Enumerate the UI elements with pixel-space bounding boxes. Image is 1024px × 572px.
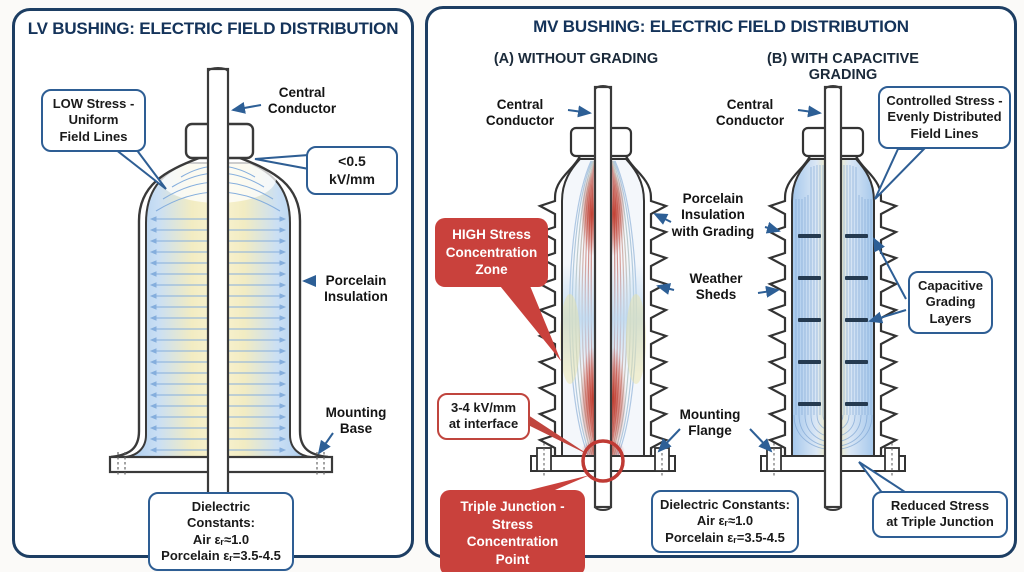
central-conductor-a-arrow bbox=[567, 105, 592, 118]
triple-junction-callout: Triple Junction - Stress Concentration P… bbox=[440, 490, 585, 572]
controlled-stress-callout: Controlled Stress - Evenly Distributed F… bbox=[878, 86, 1011, 149]
lv-bushing-diagram bbox=[108, 67, 334, 507]
porcelain-grading-right-arrow bbox=[764, 221, 781, 234]
central-conductor-b-arrow bbox=[797, 105, 822, 118]
triple-junction-circle bbox=[581, 439, 625, 483]
mv-dielectric-constants-box: Dielectric Constants: Air εᵣ≈1.0 Porcela… bbox=[651, 490, 799, 553]
mv-panel-title: MV BUSHING: ELECTRIC FIELD DISTRIBUTION bbox=[533, 17, 909, 36]
triple-junction-callout-tail bbox=[518, 475, 590, 493]
subtitle-with-grading: (B) WITH CAPACITIVE GRADING bbox=[767, 51, 919, 83]
mv-bushing-panel: MV BUSHING: ELECTRIC FIELD DISTRIBUTION … bbox=[425, 6, 1017, 572]
controlled-stress-callout-tail bbox=[874, 148, 927, 200]
low-stress-callout-tail bbox=[112, 148, 167, 190]
mounting-flange-left-arrow bbox=[657, 428, 681, 453]
central-conductor-a-label: Central Conductor bbox=[485, 97, 555, 129]
mounting-flange-label: Mounting Flange bbox=[679, 407, 741, 439]
mounting-flange-right-arrow bbox=[749, 428, 773, 453]
grading-layers bbox=[798, 234, 868, 406]
capacitive-layers-callout: Capacitive Grading Layers bbox=[908, 271, 993, 334]
lv-bushing-panel: LV BUSHING: ELECTRIC FIELD DISTRIBUTION … bbox=[12, 8, 414, 571]
central-conductor-b-label: Central Conductor bbox=[715, 97, 785, 129]
capacitive-layers-lower-arrow bbox=[868, 309, 907, 324]
weather-sheds-label: Weather Sheds bbox=[689, 271, 743, 303]
high-stress-callout: HIGH Stress Concentration Zone bbox=[435, 218, 548, 287]
low-stress-callout: LOW Stress - Uniform Field Lines bbox=[41, 89, 146, 152]
kv-interface-leader bbox=[528, 415, 589, 455]
mounting-base-arrow bbox=[317, 432, 334, 455]
lv-dielectric-constants-box: Dielectric Constants: Air εᵣ≈1.0 Porcela… bbox=[148, 492, 294, 571]
lv-panel-title: LV BUSHING: ELECTRIC FIELD DISTRIBUTION bbox=[27, 19, 399, 38]
central-conductor-arrow bbox=[231, 101, 262, 114]
subtitle-without-grading: (A) WITHOUT GRADING bbox=[493, 51, 659, 67]
weather-sheds-right-arrow bbox=[757, 285, 780, 298]
high-stress-callout-tail bbox=[496, 281, 561, 361]
porcelain-insulation-label: Porcelain Insulation bbox=[324, 273, 388, 305]
kv-interface-callout: 3-4 kV/mm at interface bbox=[437, 393, 530, 440]
weather-sheds-left-arrow bbox=[656, 283, 675, 295]
mounting-base-label: Mounting Base bbox=[325, 405, 387, 437]
central-conductor-label: Central Conductor bbox=[267, 85, 337, 117]
porcelain-grading-label: Porcelain Insulation with Grading bbox=[671, 191, 755, 239]
mv-bushing-diagram bbox=[496, 85, 927, 511]
capacitive-layers-upper-arrow bbox=[873, 237, 907, 300]
porcelain-grading-left-arrow bbox=[653, 213, 672, 225]
field-value-callout: <0.5 kV/mm bbox=[306, 146, 398, 195]
reduced-stress-callout: Reduced Stress at Triple Junction bbox=[872, 491, 1008, 538]
